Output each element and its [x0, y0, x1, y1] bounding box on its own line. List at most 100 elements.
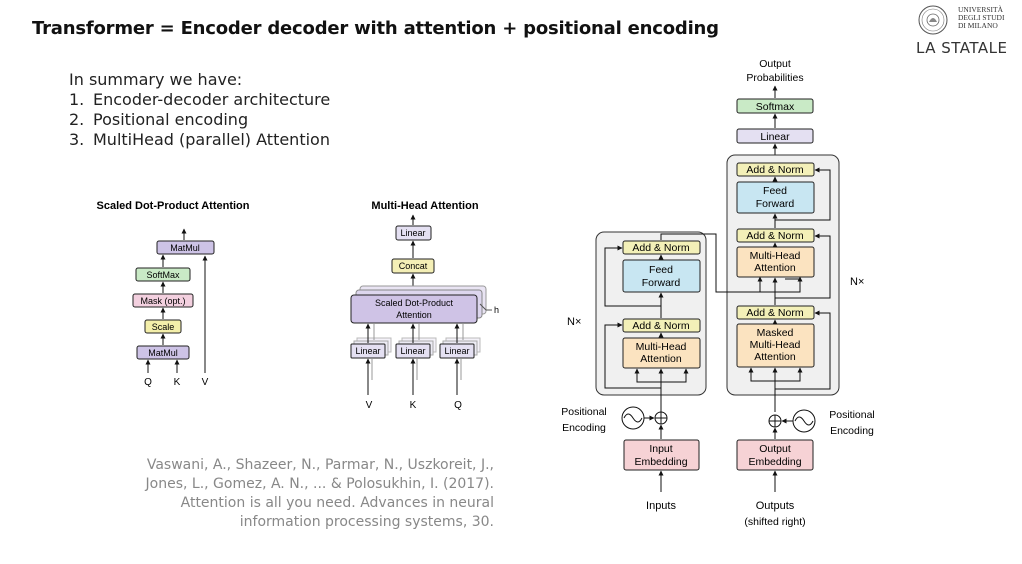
mha-linear-k-label: Linear	[400, 346, 425, 356]
sdpa-input-q: Q	[144, 377, 152, 388]
decoder-masked-label-3: Attention	[754, 351, 796, 363]
university-logo: UNIVERSITÀ DEGLI STUDI DI MILANO LA STAT…	[916, 4, 1016, 60]
transformer-diagram: Output Probabilities Softmax Linear N× N…	[561, 58, 875, 528]
logo-line-3: DI MILANO	[958, 21, 998, 30]
summary-list: In summary we have: 1. Encoder-decoder a…	[69, 70, 330, 150]
encoder-add-norm-2-label: Add & Norm	[632, 242, 689, 254]
mha-linear-v-label: Linear	[355, 346, 380, 356]
mha-linear-stack: Linear	[439, 337, 481, 359]
decoder-add-norm-2	[736, 228, 815, 243]
decoder-add-norm-3	[736, 162, 815, 177]
mha-linear-stack: Linear	[395, 337, 437, 359]
mha-diagram: Multi-Head Attention Linear Concat Scale…	[350, 200, 499, 411]
decoder-pos-enc-label-1: Positional	[829, 409, 875, 421]
mha-linear-q-label: Linear	[444, 346, 469, 356]
mha-input-k: K	[410, 400, 417, 411]
encoder-panel	[595, 231, 707, 396]
sdpa-softmax-block	[135, 267, 191, 282]
output-probabilities-label-1: Output	[759, 58, 791, 70]
decoder-mha-label-1: Multi-Head	[750, 250, 801, 262]
summary-item-number: 2.	[69, 110, 85, 129]
decoder-add-norm-1	[736, 305, 815, 320]
university-seal-icon	[918, 5, 948, 35]
mha-h-label: h	[494, 305, 499, 315]
sdpa-title: Scaled Dot-Product Attention	[97, 200, 250, 212]
encoder-add-norm-1	[622, 318, 701, 333]
sdpa-matmul-top-block	[156, 240, 215, 255]
encoder-pos-enc-label-2: Encoding	[562, 422, 606, 434]
slide-title: Transformer = Encoder decoder with atten…	[32, 18, 719, 39]
sdpa-matmul-bottom-block	[136, 345, 190, 360]
summary-item: 1. Encoder-decoder architecture	[69, 90, 330, 110]
sdpa-scale-label: Scale	[152, 322, 175, 332]
sdpa-mask-label: Mask (opt.)	[140, 296, 185, 306]
encoder-feed-forward	[622, 259, 701, 293]
sdpa-matmul-bottom-label: MatMul	[148, 348, 178, 358]
decoder-masked-label-2: Multi-Head	[750, 339, 801, 351]
summary-item-number: 3.	[69, 130, 85, 149]
decoder-ff-label-1: Feed	[763, 185, 787, 197]
university-name: UNIVERSITÀ DEGLI STUDI DI MILANO	[958, 6, 1004, 30]
encoder-ff-label-1: Feed	[649, 264, 673, 276]
decoder-add-norm-3-label: Add & Norm	[746, 164, 803, 176]
outputs-shifted-label: (shifted right)	[744, 516, 805, 528]
input-embedding-label-1: Input	[649, 443, 672, 455]
encoder-add-norm-1-label: Add & Norm	[632, 320, 689, 332]
sdpa-input-v: V	[202, 377, 209, 388]
sdpa-diagram: Scaled Dot-Product Attention MatMul Soft…	[97, 200, 250, 388]
summary-item-text: Encoder-decoder architecture	[93, 90, 331, 109]
linear-label: Linear	[760, 131, 790, 143]
decoder-masked-label-1: Masked	[757, 327, 794, 339]
softmax-label: Softmax	[756, 101, 795, 113]
sdpa-scale-block	[144, 319, 182, 334]
encoder-nx-label: N×	[567, 316, 581, 328]
sdpa-mask-block	[132, 293, 194, 308]
mha-title: Multi-Head Attention	[371, 200, 478, 212]
summary-item-number: 1.	[69, 90, 85, 109]
summary-heading: In summary we have:	[69, 70, 243, 89]
decoder-ff-label-2: Forward	[756, 198, 795, 210]
linear-block	[736, 128, 814, 144]
mha-linear-stack: Linear	[350, 337, 392, 359]
mha-linear-top-label: Linear	[400, 228, 425, 238]
mha-sdpa-block	[350, 294, 478, 324]
sdpa-matmul-top-label: MatMul	[170, 243, 200, 253]
logo-line-2: DEGLI STUDI	[958, 13, 1005, 22]
decoder-add-norm-1-label: Add & Norm	[746, 307, 803, 319]
output-embedding-block	[736, 439, 814, 471]
outputs-label: Outputs	[756, 500, 795, 512]
output-embedding-label-2: Embedding	[748, 456, 801, 468]
softmax-block	[736, 98, 814, 114]
input-embedding-label-2: Embedding	[634, 456, 687, 468]
encoder-add-norm-2	[622, 240, 701, 255]
mha-linear-top-block	[395, 225, 432, 241]
encoder-pos-enc-label-1: Positional	[561, 406, 607, 418]
decoder-nx-label: N×	[850, 276, 864, 288]
mha-concat-label: Concat	[399, 261, 428, 271]
summary-item: 2. Positional encoding	[69, 110, 330, 130]
summary-item-text: Positional encoding	[93, 110, 249, 129]
sdpa-softmax-label: SoftMax	[146, 270, 180, 280]
inputs-label: Inputs	[646, 500, 676, 512]
mha-input-v: V	[366, 400, 373, 411]
citation: Vaswani, A., Shazeer, N., Parmar, N., Us…	[145, 457, 494, 530]
output-probabilities-label-2: Probabilities	[746, 72, 803, 84]
mha-sdpa-label-1: Scaled Dot-Product	[375, 298, 454, 308]
decoder-pos-enc-label-2: Encoding	[830, 425, 874, 437]
summary-item: 3. MultiHead (parallel) Attention	[69, 130, 330, 150]
input-embedding-block	[623, 439, 700, 471]
logo-brand: LA STATALE	[916, 39, 1008, 57]
mha-sdpa-label-2: Attention	[396, 310, 432, 320]
summary-item-text: MultiHead (parallel) Attention	[93, 130, 330, 149]
encoder-ff-label-2: Forward	[642, 277, 681, 289]
decoder-feed-forward	[736, 181, 815, 214]
encoder-multi-head-attention	[622, 337, 701, 369]
encoder-mha-label-1: Multi-Head	[636, 341, 687, 353]
output-embedding-label-1: Output	[759, 443, 791, 455]
mha-concat-block	[391, 258, 435, 274]
encoder-mha-label-2: Attention	[640, 353, 682, 365]
logo-line-1: UNIVERSITÀ	[958, 5, 1003, 14]
sdpa-input-k: K	[174, 377, 181, 388]
mha-input-q: Q	[454, 400, 462, 411]
